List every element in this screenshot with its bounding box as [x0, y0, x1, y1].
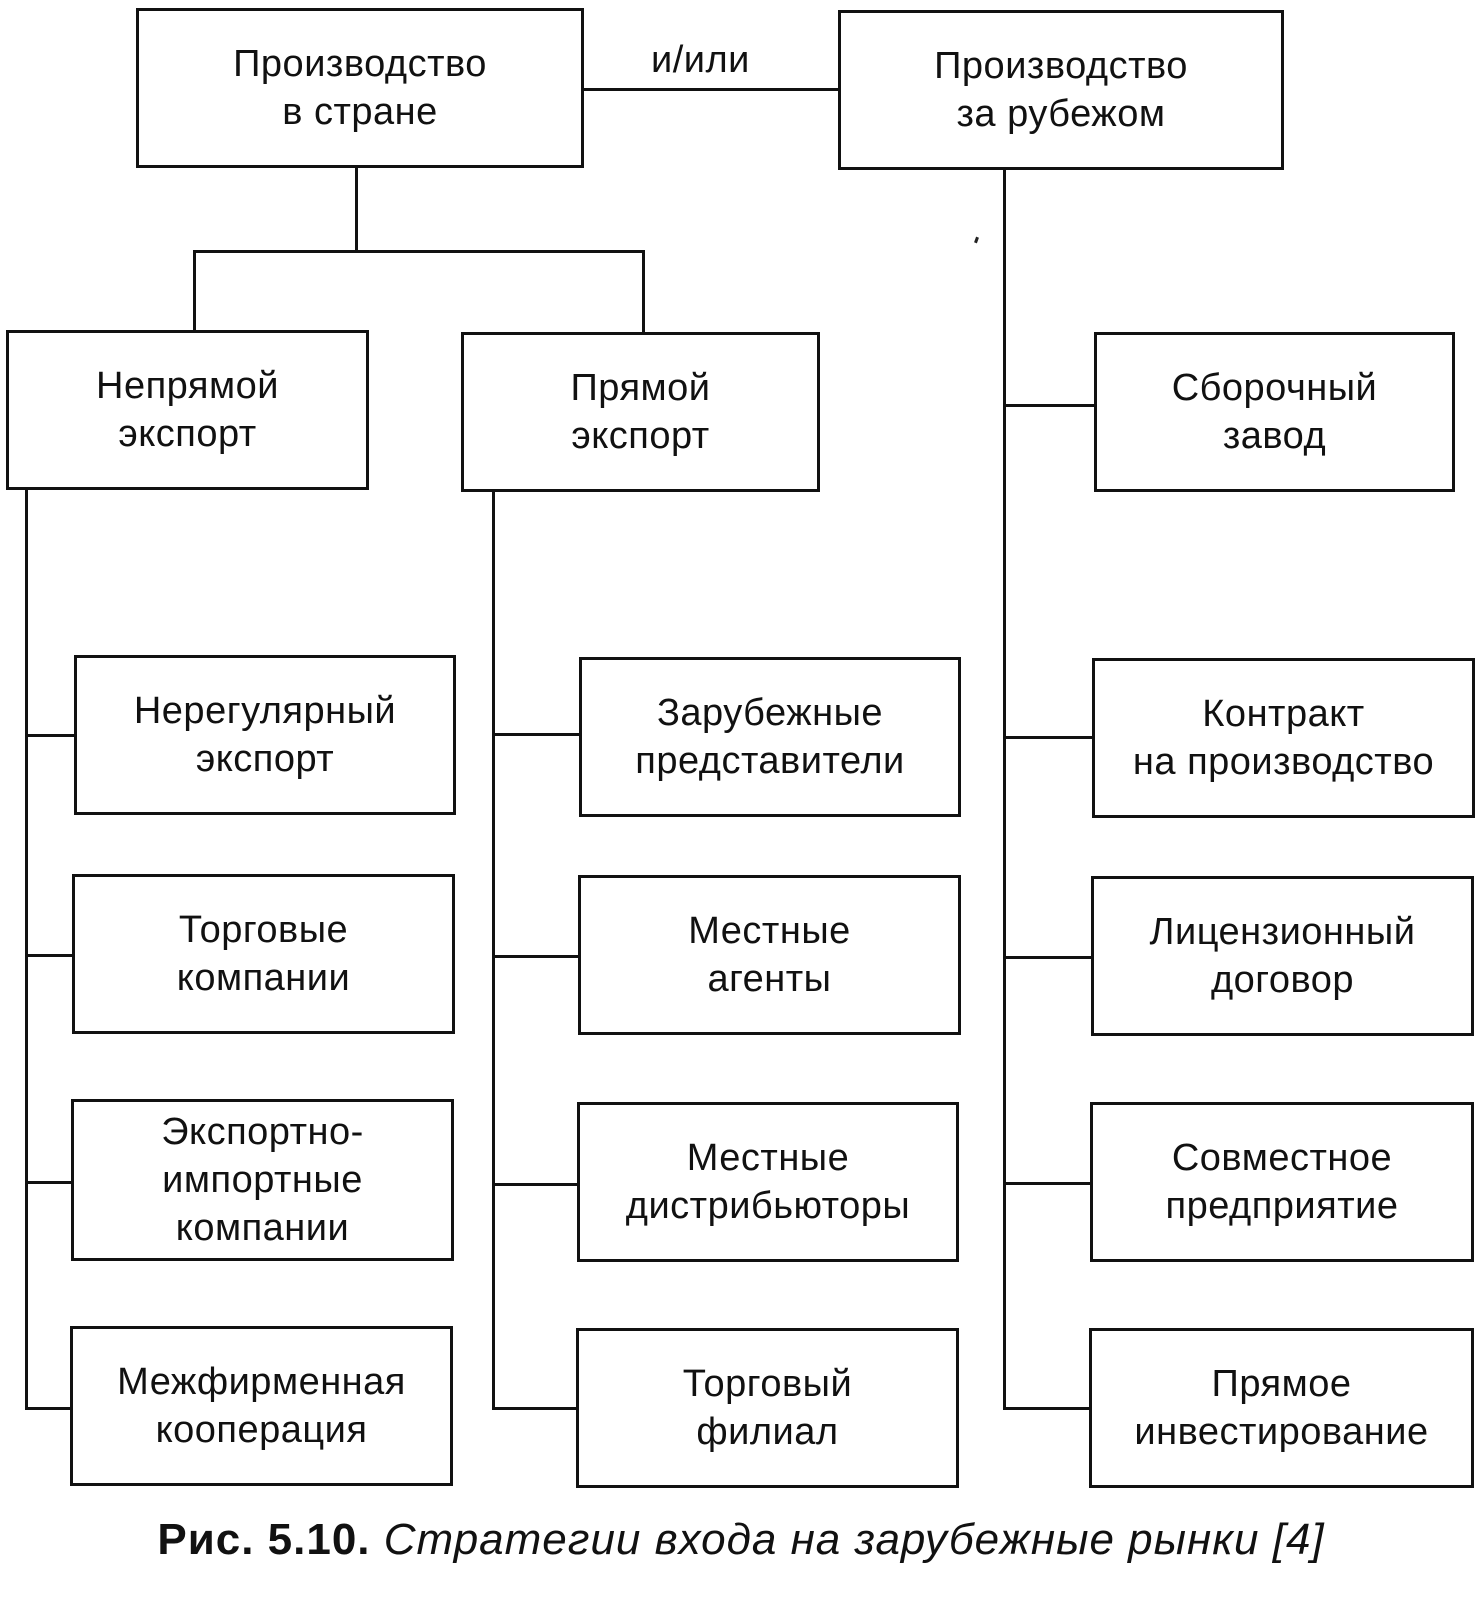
abroad-item-label: Совместное предприятие [1165, 1137, 1399, 1227]
direct-item-box: Торговый филиал [576, 1328, 959, 1488]
abroad-connector-1 [1003, 404, 1095, 407]
indirect-item-label: Экспортно- импортные компании [161, 1111, 364, 1249]
indirect-item-label: Торговые компании [176, 909, 351, 999]
direct-drop-line [642, 250, 645, 332]
figure-number: Рис. 5.10. [157, 1515, 371, 1564]
direct-item-box: Местные дистрибьюторы [577, 1102, 959, 1262]
indirect-connector-1 [25, 734, 75, 737]
indirect-spine-line [25, 490, 28, 1410]
and-or-connector-line [584, 88, 838, 91]
indirect-item-label: Нерегулярный экспорт [133, 690, 397, 780]
indirect-connector-3 [25, 1181, 72, 1184]
and-or-label: и/или [651, 39, 750, 81]
indirect-item-box: Нерегулярный экспорт [74, 655, 456, 815]
abroad-item-box: Совместное предприятие [1090, 1102, 1474, 1262]
abroad-connector-4 [1003, 1182, 1091, 1185]
figure-caption: Рис. 5.10. Стратегии входа на зарубежные… [0, 1510, 1482, 1570]
direct-item-label: Местные агенты [688, 910, 851, 1000]
indirect-export-box: Непрямой экспорт [6, 330, 369, 490]
indirect-item-box: Экспортно- импортные компании [71, 1099, 454, 1261]
indirect-item-label: Межфирменная кооперация [117, 1361, 406, 1451]
domestic-split-line [193, 250, 645, 253]
indirect-item-box: Межфирменная кооперация [70, 1326, 453, 1486]
direct-connector-3 [492, 1183, 578, 1186]
indirect-connector-2 [25, 954, 74, 957]
direct-connector-1 [492, 733, 580, 736]
abroad-production-box: Производство за рубежом [838, 10, 1284, 170]
direct-spine-line [492, 492, 495, 1410]
figure-title: Стратегии входа на зарубежные рынки [4] [383, 1515, 1325, 1564]
abroad-spine-line [1003, 170, 1006, 1410]
abroad-item-label: Контракт на производство [1132, 693, 1435, 783]
indirect-drop-line [193, 250, 196, 330]
abroad-item-label: Сборочный завод [1171, 367, 1378, 457]
domestic-trunk-line [355, 168, 358, 252]
abroad-connector-2 [1003, 736, 1093, 739]
indirect-connector-4 [25, 1407, 71, 1410]
direct-item-box: Местные агенты [578, 875, 961, 1035]
abroad-connector-5 [1003, 1407, 1090, 1410]
direct-item-label: Торговый филиал [682, 1363, 853, 1453]
abroad-item-box: Прямое инвестирование [1089, 1328, 1474, 1488]
domestic-production-box: Производство в стране [136, 8, 584, 168]
scan-speck [974, 236, 979, 244]
direct-item-label: Зарубежные представители [635, 692, 905, 782]
abroad-item-label: Лицензионный договор [1149, 911, 1416, 1001]
abroad-item-label: Прямое инвестирование [1134, 1363, 1429, 1453]
direct-item-label: Местные дистрибьюторы [625, 1137, 911, 1227]
direct-item-box: Зарубежные представители [579, 657, 961, 817]
indirect-item-box: Торговые компании [72, 874, 455, 1034]
abroad-connector-3 [1003, 956, 1092, 959]
domestic-production-label: Производство в стране [233, 43, 487, 133]
abroad-production-label: Производство за рубежом [934, 45, 1188, 135]
abroad-item-box: Контракт на производство [1092, 658, 1475, 818]
abroad-item-box: Лицензионный договор [1091, 876, 1474, 1036]
direct-export-box: Прямой экспорт [461, 332, 820, 492]
direct-export-label: Прямой экспорт [570, 367, 711, 457]
direct-connector-4 [492, 1407, 577, 1410]
indirect-export-label: Непрямой экспорт [96, 365, 279, 455]
direct-connector-2 [492, 955, 579, 958]
abroad-item-box: Сборочный завод [1094, 332, 1455, 492]
